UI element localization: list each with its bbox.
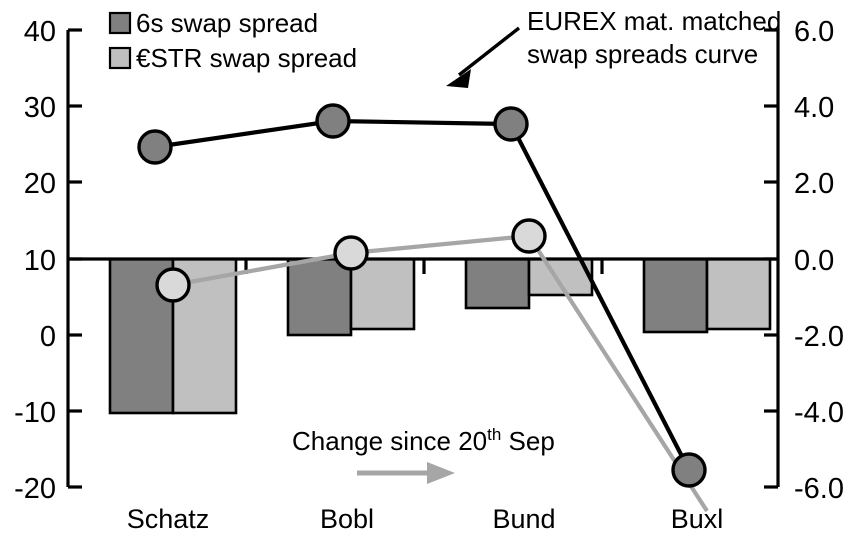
bar-buxl-estr[interactable] [705, 257, 772, 331]
annotation-arrow-line [457, 26, 521, 77]
bar-bobl-6s[interactable] [286, 257, 353, 337]
right-axis-label-4: 4.0 [794, 92, 834, 124]
legend-label-estr[interactable]: €STR swap spread [136, 43, 357, 73]
annotation-change-superscript: th [487, 425, 501, 444]
right-axis-label-neg6: -6.0 [794, 473, 844, 505]
chart-legend: 6s swap spread €STR swap spread [108, 8, 357, 73]
left-axis-label-40: 40 [24, 16, 56, 48]
category-label-schatz: Schatz [127, 504, 210, 534]
left-axis-label-0: 0 [40, 321, 56, 353]
annotation-change-since: Change since 20th Sep [292, 425, 555, 484]
annotation-change-main: Change since 20 [292, 426, 487, 456]
series-black-polyline [154, 118, 691, 471]
legend-label-6s[interactable]: 6s swap spread [136, 8, 318, 38]
marker-gray-bund[interactable] [511, 218, 547, 254]
left-axis-label-neg10: -10 [14, 397, 56, 429]
annotation-arrow-head-icon [446, 69, 471, 88]
annotation-eurex-line1: EUREX mat. matched [527, 6, 781, 36]
category-label-buxl: Buxl [671, 504, 724, 534]
bars-group [108, 257, 772, 415]
marker-gray-schatz[interactable] [155, 267, 191, 303]
series-gray-polyline [172, 233, 709, 513]
annotation-eurex-line2: swap spreads curve [527, 39, 758, 69]
annotation-change-tail: Sep [501, 426, 555, 456]
legend-swatch-6s [108, 11, 132, 35]
series-eurex-swap-spreads [137, 103, 707, 488]
category-label-bund: Bund [492, 504, 555, 534]
right-axis-label-2: 2.0 [794, 168, 834, 200]
bar-bobl-estr[interactable] [349, 257, 416, 331]
left-axis-label-30: 30 [24, 92, 56, 124]
right-axis-label-neg4: -4.0 [794, 397, 844, 429]
category-labels: Schatz Bobl Bund Buxl [127, 504, 724, 534]
marker-black-bund[interactable] [493, 106, 529, 142]
right-axis-label-neg2: -2.0 [794, 321, 844, 353]
legend-swatch-estr [108, 46, 132, 70]
bar-bund-6s[interactable] [464, 257, 531, 310]
marker-black-buxl[interactable] [671, 452, 707, 488]
left-axis-label-20: 20 [24, 168, 56, 200]
marker-black-bobl[interactable] [315, 103, 351, 139]
left-axis: 40 30 20 10 0 -10 -20 [14, 16, 82, 505]
marker-black-schatz[interactable] [137, 129, 173, 165]
right-axis-label-0: 0.0 [794, 245, 834, 277]
left-axis-label-neg20: -20 [14, 473, 56, 505]
category-label-bobl: Bobl [320, 504, 374, 534]
change-arrow-head-icon [427, 462, 455, 484]
marker-gray-bobl[interactable] [333, 235, 369, 271]
bar-buxl-6s[interactable] [642, 257, 709, 334]
series-change-since-sep [155, 218, 709, 513]
right-axis-label-6: 6.0 [794, 16, 834, 48]
annotation-change-text: Change since 20th Sep [292, 425, 555, 456]
annotation-eurex-curve: EUREX mat. matched swap spreads curve [446, 6, 781, 88]
left-axis-label-10: 10 [24, 245, 56, 277]
right-axis: 6.0 4.0 2.0 0.0 -2.0 -4.0 -6.0 [764, 16, 844, 505]
